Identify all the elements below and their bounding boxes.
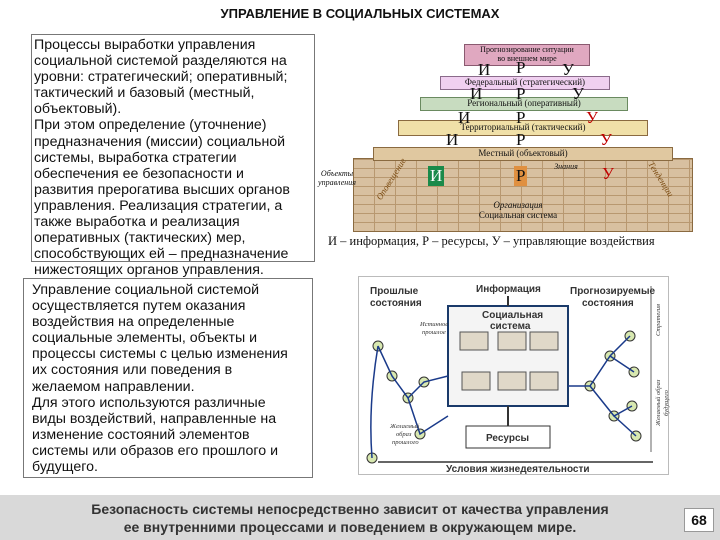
level-territorial-label: Территориальный (тактический): [460, 122, 586, 132]
organization-label: Организация: [493, 200, 543, 210]
letter-r-top: Р: [516, 58, 526, 77]
letter-i-territorial: И: [446, 130, 459, 149]
pyramid-top: [464, 44, 590, 66]
pyramid-level-local: [373, 147, 673, 161]
resources-label: Ресурсы: [486, 433, 529, 444]
text-control: Управление социальной системой осуществл…: [32, 282, 288, 476]
page-title: УПРАВЛЕНИЕ В СОЦИАЛЬНЫХ СИСТЕМАХ: [220, 6, 500, 21]
level-local-label: Местный (объектовый): [478, 148, 568, 158]
pyramid-top-label: Прогнозирование ситуации во внешнем мире: [480, 45, 574, 63]
letter-i-top: И: [478, 60, 491, 79]
letter-u-local: У: [602, 164, 615, 183]
letter-r-federal: Р: [516, 84, 526, 103]
level-regional-label: Региональный (оперативный): [467, 98, 581, 108]
letter-i-regional: И: [458, 108, 471, 127]
level-federal-label: Федеральный (стратегический): [464, 77, 586, 87]
knowledge-label: Знания: [554, 162, 578, 171]
text-box-levels: Процессы выработки управления социальной…: [31, 34, 315, 278]
footer-text: Безопасность системы непосредственно зав…: [91, 501, 609, 535]
strategy-label: Стратегия: [655, 304, 662, 336]
objects-label: Объекты управления: [318, 169, 356, 187]
letter-u-federal: У: [572, 84, 585, 103]
pyramid-caption: И – информация, Р – ресурсы, У – управля…: [328, 234, 655, 248]
pyramid-level-federal: [440, 76, 610, 90]
information-label: Информация: [476, 283, 541, 295]
page-number: 68: [684, 508, 714, 532]
pyramid-level-regional: [420, 97, 628, 111]
letter-i-local: И: [428, 166, 445, 186]
letter-i-federal: И: [470, 84, 483, 103]
future-image-label: Желаемый образбудущего: [655, 379, 670, 427]
letter-u-top: У: [562, 60, 575, 79]
pyramid-level-territorial: [398, 120, 648, 136]
letter-r-local: Р: [514, 166, 528, 186]
text-levels: Процессы выработки управления социальной…: [34, 37, 290, 279]
letter-u-territorial: У: [600, 130, 613, 149]
pyramid-diagram: Прогнозирование ситуации во внешнем мире…: [318, 34, 718, 259]
letter-r-territorial: Р: [516, 130, 526, 149]
social-system-label: Социальная система: [478, 210, 558, 220]
letter-u-regional: У: [586, 108, 599, 127]
letter-r-regional: Р: [516, 108, 526, 127]
footer-bar: [0, 495, 720, 540]
conditions-label: Условия жизнедеятельности: [446, 464, 590, 475]
text-box-control: Управление социальной системой осуществл…: [23, 278, 313, 478]
